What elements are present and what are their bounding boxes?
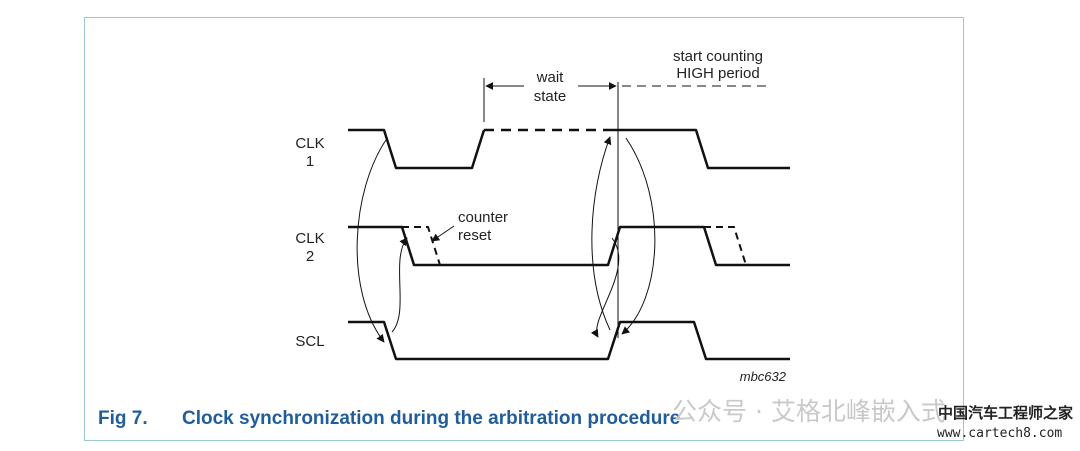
counter-label: counter [458,209,508,226]
clk1-label: CLK [295,135,324,152]
clk1-waveform-high [612,128,790,170]
clk1-index: 1 [306,153,314,170]
counter-reset-arrow [431,225,455,242]
start-counting-label: start counting [673,48,763,65]
figure-code: mbc632 [740,369,787,384]
clk2-counter-reset-dashed [402,226,441,266]
state-label: state [534,88,567,105]
clk1-waveform [348,128,486,170]
clk1-high-to-scl-arrow [621,137,656,335]
figure-title: Clock synchronization during the arbitra… [182,408,681,429]
clk2-index: 2 [306,248,314,265]
clk2-waveform [348,225,790,267]
scl-to-clk2-arrow [391,237,408,333]
scl-rise-to-clk1-arrow [591,136,612,331]
high-period-label: HIGH period [676,65,759,82]
site-watermark-url: www.cartech8.com [937,426,1063,441]
reset-label: reset [458,227,492,244]
site-watermark-cn: 中国汽车工程师之家 [938,404,1074,422]
clk2-second-dashed [704,226,747,266]
scl-label: SCL [295,333,324,350]
figure-frame [84,17,964,441]
figure-caption: Fig 7. Clock synchronization during the a… [98,408,680,430]
scl-waveform [348,320,790,361]
clk2-rise-to-scl-arrow [590,237,620,338]
figure-number: Fig 7. [98,408,148,429]
wait-label: wait [536,69,565,86]
clk1-to-scl-arrow [356,139,387,343]
clk2-label: CLK [295,230,324,247]
wechat-watermark: 公众号 · 艾格北峰嵌入式 [672,397,946,426]
